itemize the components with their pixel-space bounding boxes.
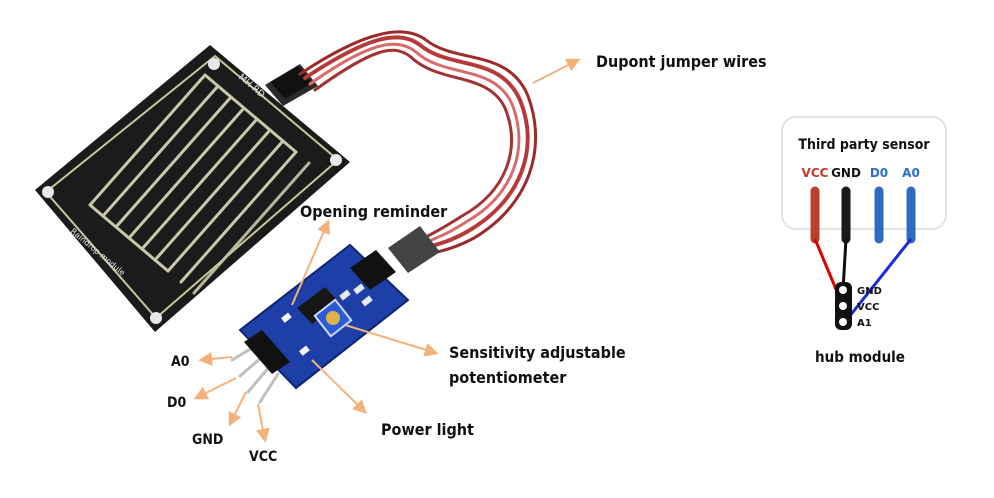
tp-pin-vcc: VCC xyxy=(802,166,829,180)
label-opening-reminder: Opening reminder xyxy=(300,202,448,221)
arrow-power-light xyxy=(312,360,365,412)
label-pin-d0: D0 xyxy=(167,395,186,411)
tp-pin-d0: D0 xyxy=(870,166,888,180)
arrow-gnd xyxy=(230,392,246,424)
third-party-sensor-title: Third party sensor xyxy=(798,137,930,153)
label-dupont: Dupont jumper wires xyxy=(596,52,767,71)
arrow-d0 xyxy=(196,378,236,398)
label-pin-vcc: VCC xyxy=(249,449,277,465)
label-pin-gnd: GND xyxy=(192,432,223,448)
hub-pin-a1: A1 xyxy=(857,318,872,329)
label-sensitivity-line2: potentiometer xyxy=(449,368,567,387)
arrow-dupont xyxy=(533,60,578,83)
tp-pin-a0: A0 xyxy=(902,166,920,180)
hub-pin-vcc: VCC xyxy=(857,302,879,313)
label-pin-a0: A0 xyxy=(171,354,190,370)
arrow-vcc xyxy=(258,404,265,440)
hub-module-caption: hub module xyxy=(815,348,905,366)
tp-pin-gnd: GND xyxy=(831,166,861,180)
label-power-light: Power light xyxy=(381,420,474,439)
hub-header xyxy=(835,282,852,330)
sensor-module xyxy=(232,245,408,402)
third-party-sensor: Third party sensor VCC GND D0 A0 GND VCC… xyxy=(782,117,946,366)
label-sensitivity-line1: Sensitivity adjustable xyxy=(449,343,626,362)
hub-pin-gnd: GND xyxy=(857,286,882,297)
arrow-a0 xyxy=(201,357,232,360)
